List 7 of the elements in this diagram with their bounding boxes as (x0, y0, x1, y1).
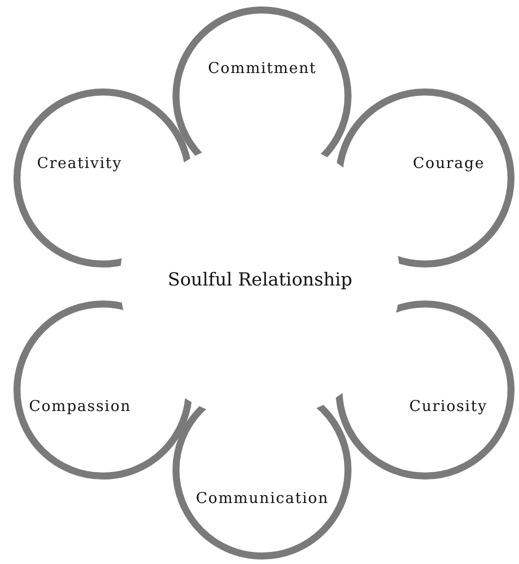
petal-label: Compassion (28, 397, 132, 416)
petal-label: Courage (412, 154, 485, 172)
center-label: Soulful Relationship (168, 267, 352, 293)
petal-label: Communication (196, 488, 329, 507)
petal-label: Curiosity (409, 396, 488, 415)
petal-label: Commitment (208, 59, 317, 77)
petal-label: Creativity (36, 154, 122, 172)
